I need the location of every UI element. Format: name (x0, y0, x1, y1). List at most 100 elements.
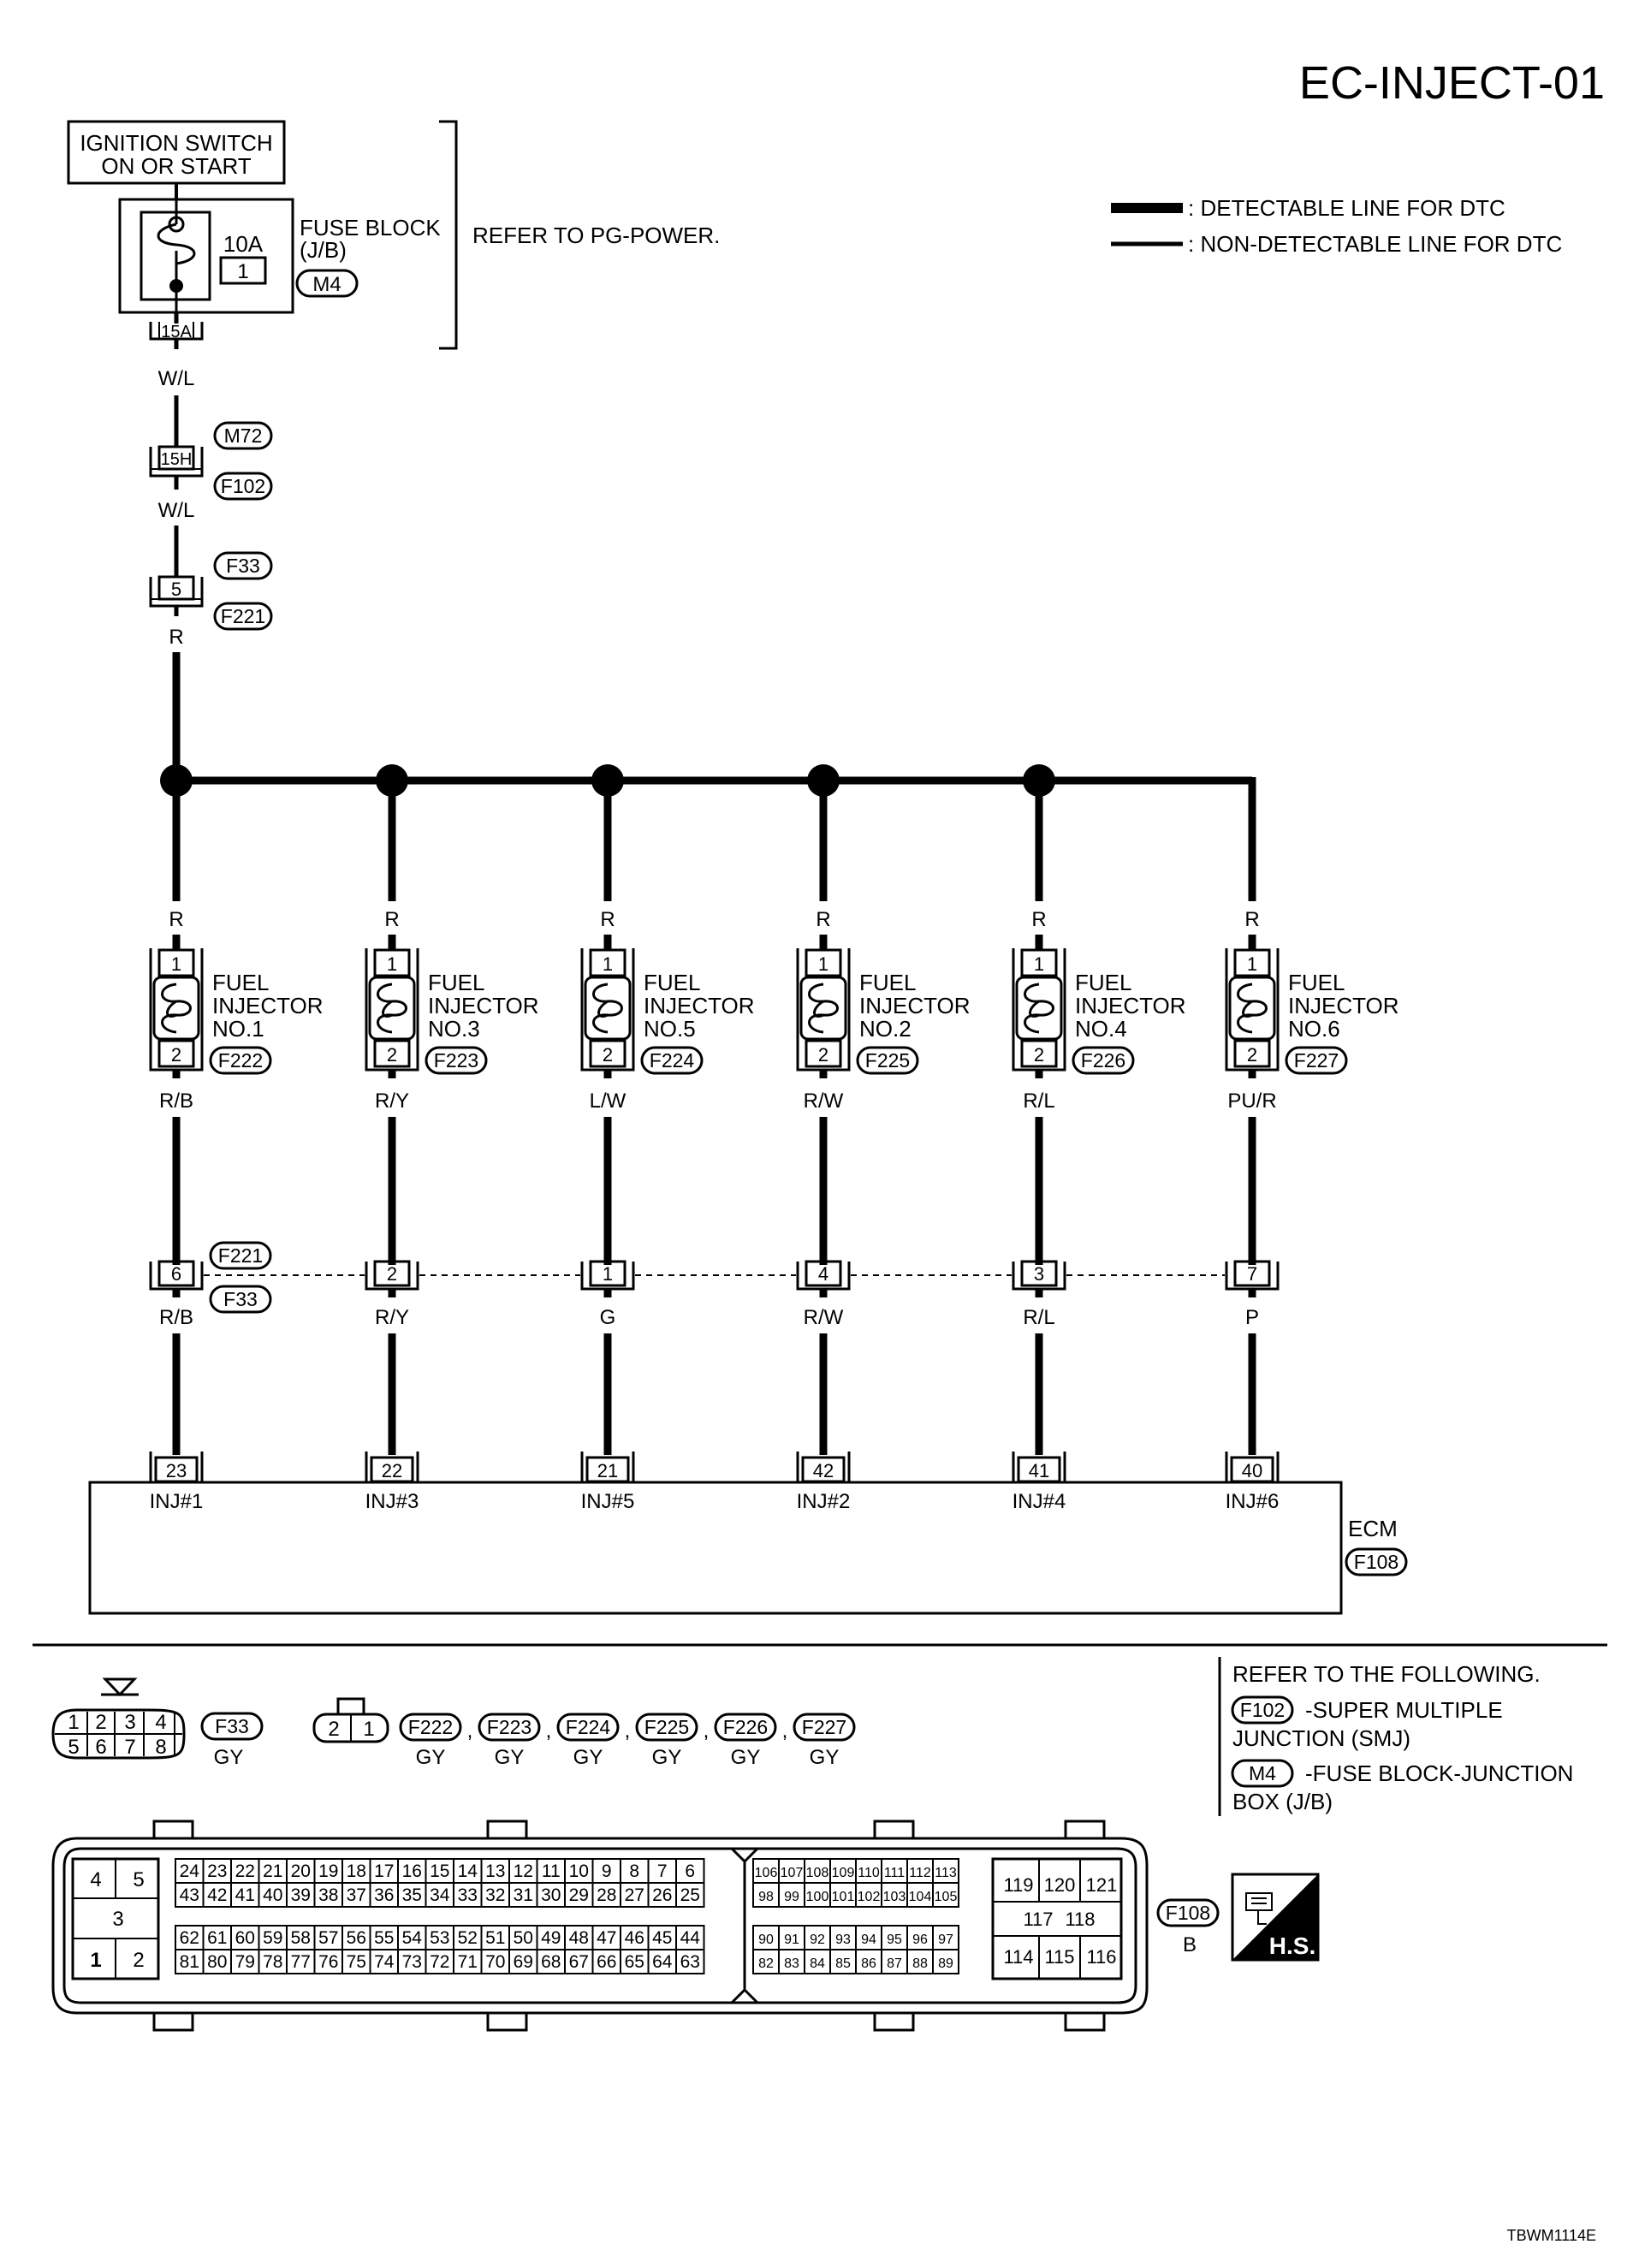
harness-connector-f33: F33 (223, 1288, 258, 1310)
f33-face-pin: 1 (68, 1711, 79, 1734)
wire-color-low: P (1245, 1306, 1259, 1329)
refer-item2-connector: M4 (1249, 1762, 1276, 1784)
ecm-face-pin: 8 (629, 1861, 639, 1881)
ecm-face-pin: 65 (625, 1952, 644, 1972)
ecm-face-connector: F108 (1166, 1902, 1210, 1924)
fuse-pin: 15A (161, 323, 192, 341)
ecm-face-right-pin: 118 (1065, 1909, 1095, 1930)
ecm-face-pin: 37 (347, 1885, 366, 1905)
ecm-face-pin: 96 (912, 1933, 928, 1947)
legend-non-detectable: : NON-DETECTABLE LINE FOR DTC (1188, 231, 1562, 257)
fuse-block-connector: M4 (312, 273, 341, 296)
fuse-block-name: FUSE BLOCK (300, 215, 441, 240)
ecm-face-pin: 56 (347, 1928, 366, 1948)
refer-pg-power: REFER TO PG-POWER. (472, 223, 720, 248)
injector-name-3: NO.5 (644, 1016, 696, 1042)
injector-pin-bottom: 2 (818, 1044, 828, 1066)
ecm-face-pin: 32 (485, 1885, 505, 1905)
ecm-face-pin: 84 (810, 1956, 825, 1971)
injector-connector: F223 (434, 1049, 478, 1072)
injector-pin-top: 1 (387, 953, 397, 975)
ecm-face-pin: 108 (806, 1866, 829, 1880)
ignition-switch-block: IGNITION SWITCH ON OR START (67, 120, 286, 185)
page-title: EC-INJECT-01 (1299, 57, 1605, 109)
injector-connector: F225 (865, 1049, 910, 1072)
ecm-pin-label: INJ#6 (1226, 1490, 1280, 1513)
refer-item1-text-2: JUNCTION (SMJ) (1232, 1725, 1410, 1751)
injector-pin-bottom: 2 (1034, 1044, 1044, 1066)
ecm-face-pin: 102 (858, 1890, 881, 1904)
ecm-face-pin: 10 (569, 1861, 589, 1881)
harness-connector-f221: F221 (218, 1244, 263, 1267)
inj-face-separator: , (704, 1719, 710, 1743)
inj-face-separator: , (625, 1719, 631, 1743)
ecm-face-pin: 83 (784, 1956, 799, 1971)
wire-color-feed-2: W/L (158, 499, 195, 522)
injector-name-3: NO.2 (859, 1016, 912, 1042)
ecm-face-left-pin: 2 (133, 1949, 144, 1972)
ecm-face-pin: 45 (652, 1928, 672, 1948)
wire-color-top: R (600, 908, 615, 931)
ecm-face-pin: 90 (758, 1933, 774, 1947)
ecm-face-pin: 99 (784, 1890, 799, 1904)
ecm-face-pin: 13 (485, 1861, 505, 1881)
harness-side-icon: H.S. (1231, 1873, 1320, 1962)
ecm-label: ECM (1348, 1516, 1398, 1541)
injector-name-3: NO.6 (1288, 1016, 1340, 1042)
coil-icon (161, 983, 192, 1034)
ecm-face-pin: 47 (597, 1928, 616, 1948)
inj-face-separator: , (546, 1719, 552, 1743)
fuse-number: 1 (237, 260, 248, 283)
ecm-face-pin: 20 (291, 1861, 311, 1881)
wire-color-low: R/L (1023, 1306, 1054, 1329)
ecm-face-pin: 94 (861, 1933, 876, 1947)
f33-face-pin: 7 (124, 1736, 135, 1759)
ecm-face-pin: 93 (835, 1933, 851, 1947)
inj-face-connector: F225 (644, 1716, 689, 1738)
injector-connector: F227 (1294, 1049, 1339, 1072)
wire-color-low: G (600, 1306, 616, 1329)
ecm-pin: 22 (382, 1460, 402, 1481)
inj-face-connector-outline (714, 1713, 777, 1742)
ecm-face-pin: 77 (291, 1952, 311, 1972)
ignition-switch-label-2: ON OR START (101, 153, 251, 179)
ecm-face-pin: 61 (207, 1928, 227, 1948)
inj-face-color: GY (573, 1746, 603, 1769)
harness-pin: 2 (387, 1263, 397, 1285)
inj-face-connector-outline (635, 1713, 698, 1742)
coil-icon (808, 983, 839, 1034)
pin-15h: 15H (161, 450, 193, 469)
inj-face-color: GY (731, 1746, 761, 1769)
ecm-face-pin: 17 (374, 1861, 394, 1881)
connector-m72: M72 (224, 425, 263, 447)
inj-face-pin-2: 2 (328, 1718, 339, 1741)
injector-name-1: FUEL (1288, 970, 1345, 995)
inj-face-color: GY (495, 1746, 525, 1769)
ecm-face-pin: 100 (806, 1890, 829, 1904)
ecm-face-pin: 14 (458, 1861, 478, 1881)
injector-name-1: FUEL (428, 970, 484, 995)
ecm-face-color: B (1183, 1933, 1197, 1956)
ecm-pin-label: INJ#1 (150, 1490, 204, 1513)
ecm-face-pin: 95 (887, 1933, 902, 1947)
ecm-pin-label: INJ#3 (365, 1490, 419, 1513)
ecm-face-pin: 41 (235, 1885, 255, 1905)
ecm-connector: F108 (1354, 1551, 1398, 1573)
ecm-face-pin: 50 (514, 1928, 533, 1948)
ecm-face-pin: 7 (657, 1861, 668, 1881)
wire-color-mid: L/W (590, 1089, 627, 1113)
f33-face-pin: 8 (155, 1736, 166, 1759)
ecm-face-pin: 23 (207, 1861, 227, 1881)
footer-code: TBWM1114E (1507, 2227, 1596, 2244)
ecm-face-pin: 43 (180, 1885, 199, 1905)
inj-face-pin-1: 1 (363, 1718, 374, 1741)
ecm-face-pin: 9 (602, 1861, 612, 1881)
ecm-face-pin: 68 (541, 1952, 561, 1972)
ecm-face-pin: 98 (758, 1890, 774, 1904)
ecm-face-pin: 72 (430, 1952, 449, 1972)
inj-face-separator: , (782, 1719, 788, 1743)
ecm-face-pin: 31 (514, 1885, 533, 1905)
injector-name-1: FUEL (859, 970, 916, 995)
